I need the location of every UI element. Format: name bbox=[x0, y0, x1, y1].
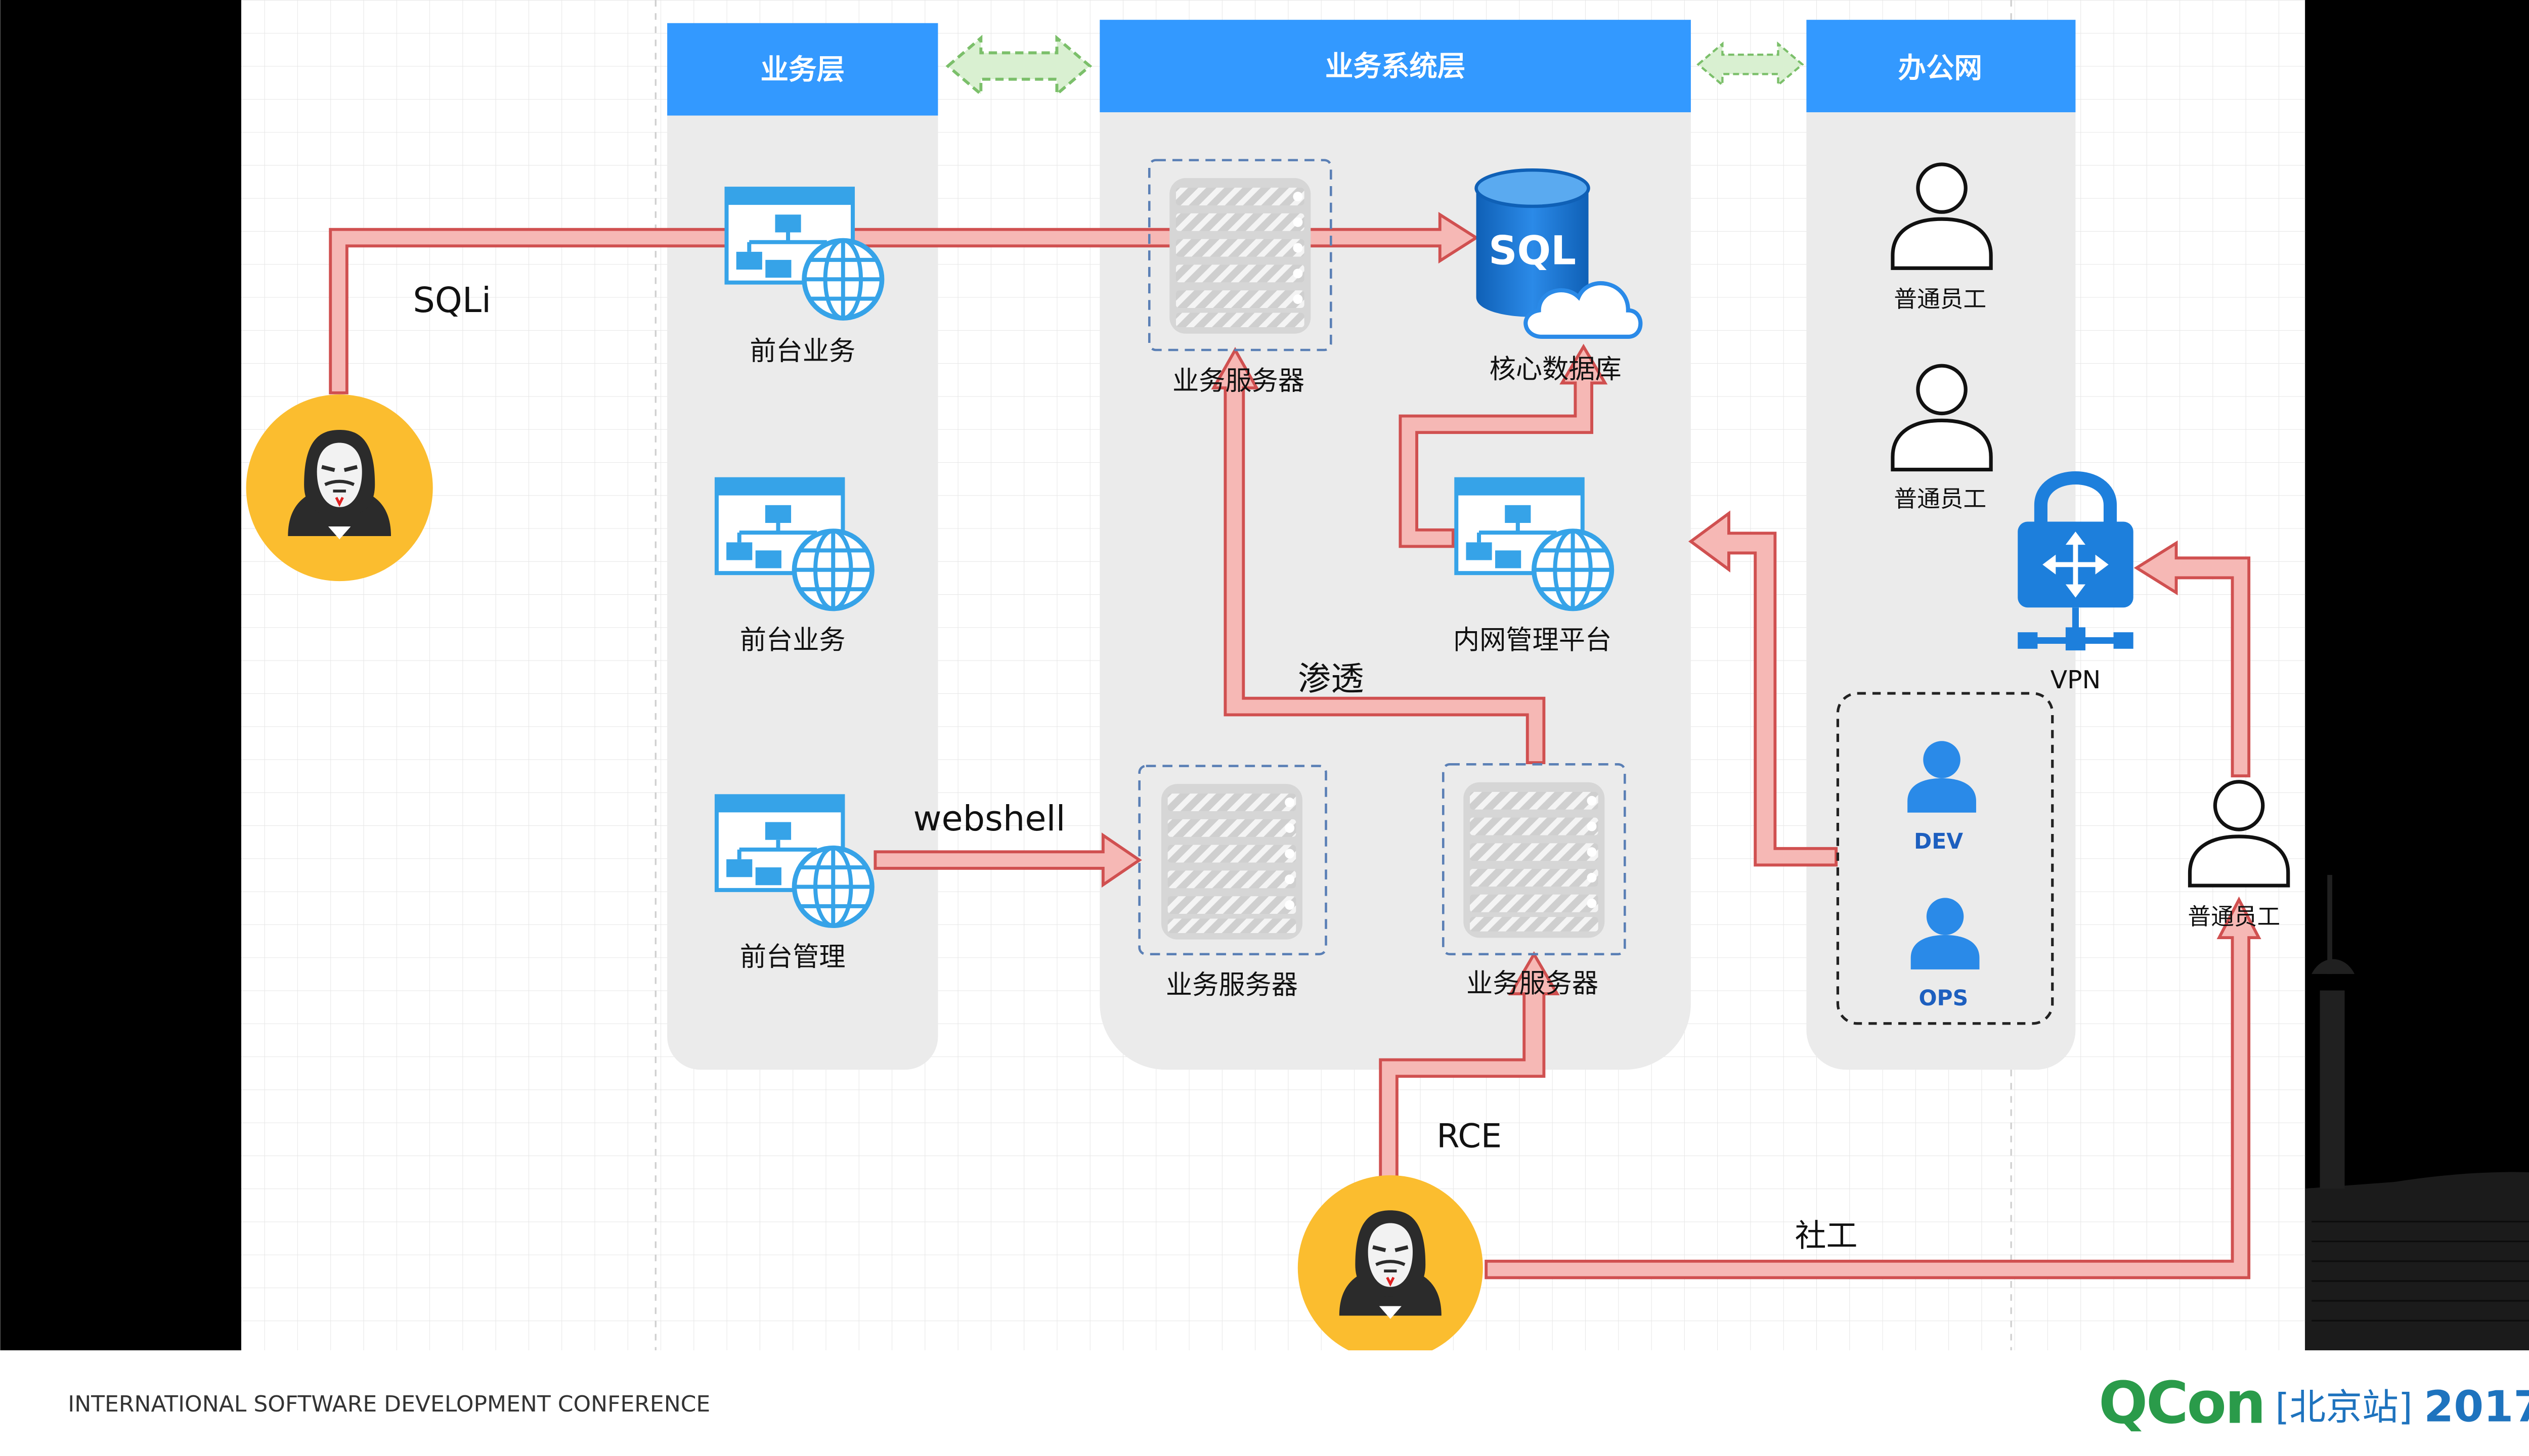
rce-label: RCE bbox=[1436, 1117, 1502, 1156]
intranet-platform-label: 内网管理平台 bbox=[1453, 625, 1611, 655]
social-engineering-attack-arrow bbox=[1485, 896, 2261, 1279]
sqli-attack-arrow bbox=[329, 211, 1479, 394]
office-network-panel: 办公网 bbox=[1806, 20, 2076, 1070]
vpn-label: VPN bbox=[2051, 666, 2101, 694]
system-layer-header: 业务系统层 bbox=[1325, 50, 1465, 83]
footer: INTERNATIONAL SOFTWARE DEVELOPMENT CONFE… bbox=[0, 1350, 2529, 1456]
hacker-top-icon bbox=[246, 394, 433, 581]
devops-group: DEV OPS bbox=[1836, 692, 2054, 1025]
employee-2-label: 普通员工 bbox=[1894, 486, 1986, 512]
server-top-icon bbox=[1169, 178, 1311, 334]
rce-attack-arrow bbox=[1379, 951, 1560, 1180]
cloud-icon bbox=[1523, 281, 1643, 339]
sqli-label: SQLi bbox=[413, 280, 491, 321]
conference-name: INTERNATIONAL SOFTWARE DEVELOPMENT CONFE… bbox=[68, 1391, 710, 1417]
social-engineering-label: 社工 bbox=[1795, 1217, 1858, 1254]
ops-label: OPS bbox=[1918, 986, 1968, 1011]
qcon-logo-text: QCon bbox=[2099, 1370, 2264, 1437]
city-skyline-decoration bbox=[2305, 875, 2529, 1351]
vpn-lock-icon bbox=[2018, 471, 2133, 651]
business-server-right bbox=[1442, 763, 1626, 955]
front-management-label: 前台管理 bbox=[740, 942, 846, 973]
business-server-left bbox=[1138, 765, 1327, 955]
hacker-bottom-icon bbox=[1298, 1175, 1483, 1360]
webshell-label: webshell bbox=[913, 799, 1065, 839]
core-database-label: 核心数据库 bbox=[1490, 354, 1622, 384]
sql-badge: SQL bbox=[1489, 228, 1576, 274]
employee-1-label: 普通员工 bbox=[1894, 286, 1986, 313]
business-server-right-label: 业务服务器 bbox=[1466, 968, 1598, 999]
office-network-header: 办公网 bbox=[1898, 52, 1982, 84]
employee-to-vpn-arrow bbox=[2133, 540, 2251, 778]
webshell-attack-arrow bbox=[874, 832, 1142, 888]
penetration-label: 渗透 bbox=[1298, 659, 1364, 698]
server-right-icon bbox=[1463, 782, 1605, 938]
dev-label: DEV bbox=[1914, 829, 1963, 854]
core-database-icon: SQL bbox=[1474, 168, 1643, 339]
penetration-attack-arrow bbox=[1211, 347, 1546, 764]
business-layer-header: 业务层 bbox=[761, 54, 845, 86]
business-server-left-label: 业务服务器 bbox=[1166, 970, 1298, 1000]
business-server-top-label: 业务服务器 bbox=[1172, 366, 1304, 396]
front-business-2-label: 前台业务 bbox=[740, 625, 846, 655]
front-business-1-label: 前台业务 bbox=[750, 336, 855, 367]
qcon-station: [北京站] bbox=[2275, 1386, 2412, 1428]
employee-3-label: 普通员工 bbox=[2188, 903, 2280, 930]
business-server-top bbox=[1148, 159, 1332, 351]
devops-to-system-arrow bbox=[1688, 510, 1838, 867]
server-left-icon bbox=[1161, 784, 1302, 940]
qcon-year: 2017 bbox=[2424, 1382, 2529, 1432]
intranet-to-database-arrow bbox=[1399, 343, 1608, 548]
